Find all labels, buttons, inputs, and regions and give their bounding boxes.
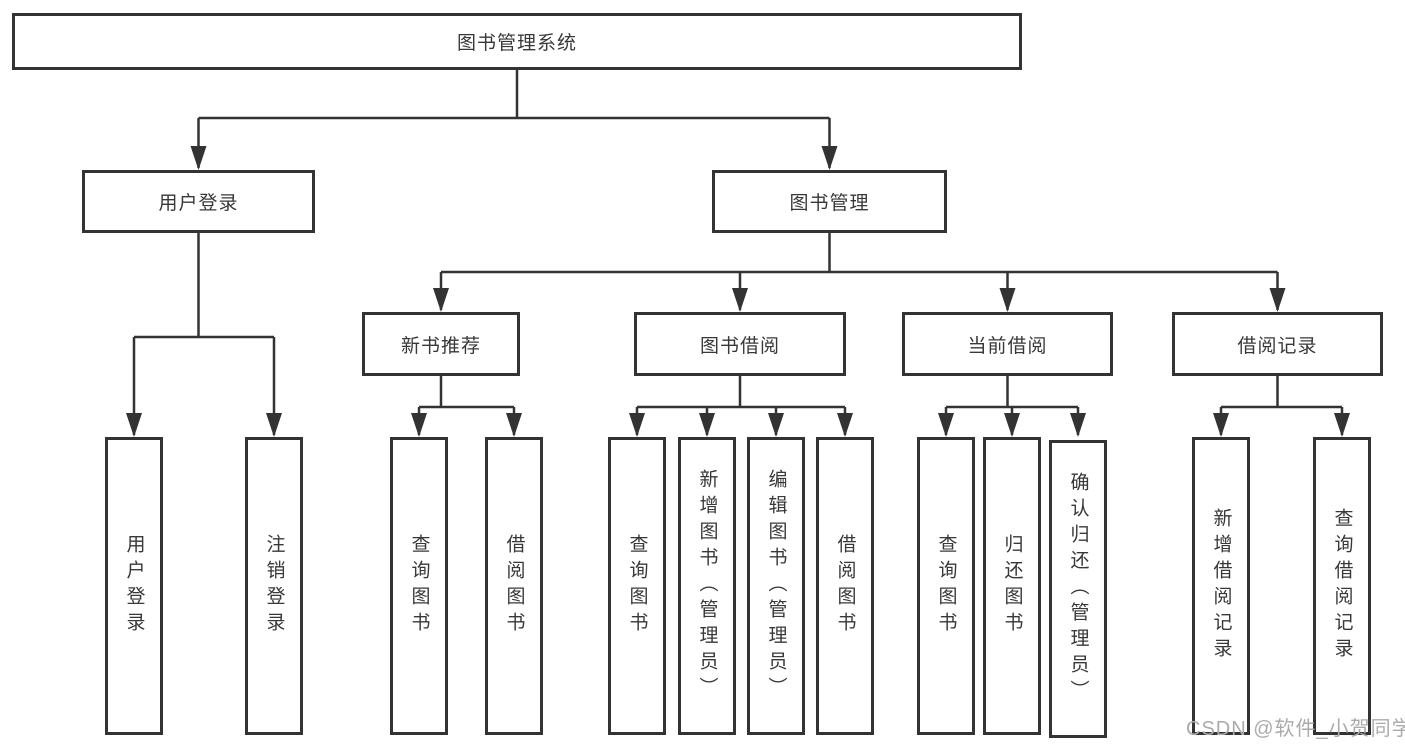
node-book-management-label: 图书管理: [789, 193, 870, 214]
leaf-query-book-1: 查询图书: [390, 437, 448, 735]
leaf-user-login: 用户登录: [105, 437, 163, 735]
leaf-query-book-3-label: 查询图书: [935, 534, 957, 638]
leaf-edit-book-admin: 编辑图书（管理员）: [747, 437, 805, 735]
leaf-borrow-book-1-label: 借阅图书: [503, 534, 525, 638]
leaf-add-borrow-record-label: 新增借阅记录: [1210, 508, 1232, 664]
leaf-add-book-admin: 新增图书（管理员）: [678, 437, 736, 735]
node-current-borrow: 当前借阅: [902, 312, 1113, 376]
leaf-return-book-label: 归还图书: [1001, 534, 1023, 638]
leaf-user-login-label: 用户登录: [123, 534, 145, 638]
leaf-edit-book-admin-label: 编辑图书（管理员）: [765, 469, 787, 703]
node-root: 图书管理系统: [12, 13, 1022, 70]
leaf-borrow-book-1: 借阅图书: [485, 437, 543, 735]
leaf-query-borrow-record: 查询借阅记录: [1313, 437, 1371, 735]
leaf-logout: 注销登录: [245, 437, 303, 735]
leaf-query-book-2-label: 查询图书: [626, 534, 648, 638]
leaf-query-borrow-record-label: 查询借阅记录: [1331, 508, 1353, 664]
node-book-borrow-label: 图书借阅: [699, 335, 780, 357]
leaf-query-book-2: 查询图书: [608, 437, 666, 735]
leaf-borrow-book-2: 借阅图书: [816, 437, 874, 735]
leaf-confirm-return-admin: 确认归还（管理员）: [1049, 440, 1107, 738]
node-book-borrow: 图书借阅: [634, 312, 846, 376]
node-borrow-records: 借阅记录: [1172, 312, 1383, 376]
node-user-login-label: 用户登录: [158, 193, 239, 214]
csdn-watermark: CSDN @软件_小贺同学: [1186, 718, 1405, 740]
leaf-borrow-book-2-label: 借阅图书: [834, 534, 856, 638]
leaf-query-book-1-label: 查询图书: [408, 534, 430, 638]
node-root-label: 图书管理系统: [456, 33, 577, 54]
node-new-book-recommend-label: 新书推荐: [400, 335, 481, 357]
node-current-borrow-label: 当前借阅: [967, 335, 1048, 357]
leaf-add-book-admin-label: 新增图书（管理员）: [696, 469, 718, 703]
node-borrow-records-label: 借阅记录: [1237, 335, 1318, 357]
leaf-query-book-3: 查询图书: [917, 437, 975, 735]
node-user-login: 用户登录: [82, 170, 315, 233]
leaf-confirm-return-admin-label: 确认归还（管理员）: [1067, 472, 1089, 706]
leaf-return-book: 归还图书: [983, 437, 1041, 735]
node-book-management: 图书管理: [712, 170, 947, 233]
node-new-book-recommend: 新书推荐: [362, 312, 520, 376]
leaf-add-borrow-record: 新增借阅记录: [1192, 437, 1250, 735]
leaf-logout-label: 注销登录: [263, 534, 285, 638]
